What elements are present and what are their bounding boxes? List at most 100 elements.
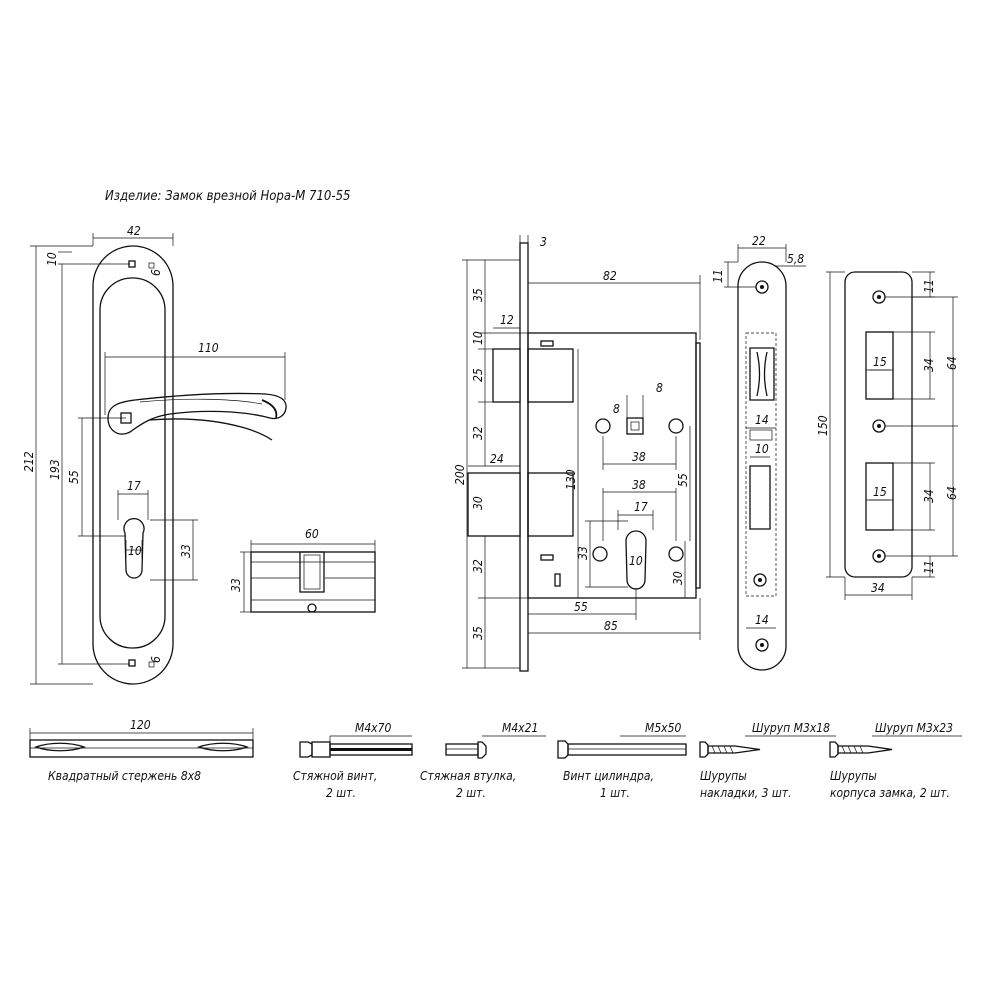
case-screw-head <box>829 741 839 758</box>
tie-sleeve-body <box>445 743 479 756</box>
dim-12: 12 <box>500 313 514 327</box>
part-qty-plate-screw: накладки, 3 шт. <box>700 786 791 800</box>
strike-latch-hole <box>865 331 894 400</box>
tie-sleeve-head <box>477 741 487 759</box>
dim-6-top: 6 <box>149 269 163 276</box>
dim-17-lock: 17 <box>634 500 648 514</box>
lock-latch-body <box>527 348 574 403</box>
lock-cylinder-hole <box>625 530 647 590</box>
dim-6-bottom: 6 <box>149 656 163 663</box>
dim-22: 22 <box>752 234 766 248</box>
dim-5-8: 5,8 <box>787 252 804 266</box>
dim-33-lock: 33 <box>576 546 590 560</box>
dim-64-top: 64 <box>945 356 959 370</box>
dim-212: 212 <box>22 451 36 472</box>
dim-64-bottom: 64 <box>945 486 959 500</box>
lock-spindle-hole <box>626 417 644 435</box>
part-label-case-screw: Шурупы <box>830 769 877 783</box>
handle-plate-view: 42 212 193 10 6 6 110 55 17 10 33 <box>22 224 287 685</box>
dim-38-bottom: 38 <box>632 478 646 492</box>
dim-34-strike: 34 <box>871 581 885 595</box>
part-case-screw: Шуруп М3х23 Шурупы корпуса замка, 2 шт. <box>829 721 962 800</box>
dim-34-top: 34 <box>922 358 936 372</box>
plate-screw-square-top-small <box>148 262 155 269</box>
dim-10-lock-hole: 10 <box>629 554 643 568</box>
dim-11-strike-top: 11 <box>922 279 936 293</box>
dim-35-bottom: 35 <box>471 626 485 640</box>
strike-plate-view: 11 15 34 64 150 15 34 64 11 34 <box>816 271 959 600</box>
lock-screw-hole-bottom-right <box>668 546 684 562</box>
rod-dim-120: 120 <box>130 718 151 732</box>
dim-60: 60 <box>305 527 319 541</box>
cylinder-screw-shaft <box>567 743 687 756</box>
dim-55-lock: 55 <box>676 473 690 487</box>
tie-screw-head <box>299 741 313 758</box>
faceplate-outline <box>737 261 787 671</box>
lock-slot-small <box>554 573 561 587</box>
part-label-plate-screw: Шурупы <box>700 769 747 783</box>
part-tie-sleeve: М4х21 Стяжная втулка, 2 шт. <box>420 721 546 800</box>
faceplate-bolt-hole <box>749 465 771 530</box>
plate-screw-square-bottom <box>128 659 136 667</box>
dim-42: 42 <box>127 224 141 238</box>
dim-14-bottom: 14 <box>755 613 769 627</box>
part-spec-tie-screw: М4х70 <box>355 721 391 735</box>
lock-slot-top <box>540 340 554 347</box>
square-rod-view: 120 Квадратный стержень 8х8 <box>29 718 254 783</box>
part-qty-cylinder-screw: 1 шт. <box>600 786 630 800</box>
faceplate-screw-middle <box>753 573 767 587</box>
dim-34-bottom: 34 <box>922 489 936 503</box>
dim-15-bottom: 15 <box>873 485 887 499</box>
handle-lever-tip <box>261 399 278 419</box>
lock-faceplate-side <box>519 242 529 672</box>
faceplate-case-outline <box>745 332 777 597</box>
dim-17: 17 <box>127 479 141 493</box>
dim-30-lock: 30 <box>671 571 685 585</box>
plate-outline <box>92 245 174 685</box>
dim-10-faceplate: 10 <box>755 442 769 456</box>
plate-inner-outline <box>99 277 166 649</box>
handle-lever <box>107 392 287 435</box>
square-rod <box>29 739 254 758</box>
dim-150: 150 <box>816 415 830 436</box>
dim-30: 30 <box>471 496 485 510</box>
strike-bolt-hole <box>865 462 894 531</box>
dim-33-cylinder: 33 <box>229 578 243 592</box>
lock-deadbolt-body <box>527 472 574 537</box>
lock-screw-hole-right <box>668 418 684 434</box>
handle-lever-edge <box>149 418 273 441</box>
part-tie-screw: М4х70 Стяжной винт, 2 шт. <box>293 721 413 800</box>
dim-55: 55 <box>67 470 81 484</box>
dim-11-faceplate: 11 <box>711 269 725 283</box>
case-screw-shaft <box>837 745 893 754</box>
dim-200: 200 <box>453 464 467 485</box>
dim-110: 110 <box>198 341 219 355</box>
part-label-cylinder-screw: Винт цилиндра, <box>563 769 654 783</box>
dim-24: 24 <box>490 452 504 466</box>
part-qty-tie-sleeve: 2 шт. <box>456 786 486 800</box>
lock-case-back <box>695 342 701 589</box>
lock-screw-hole-left <box>595 418 611 434</box>
cylinder-view: 60 33 <box>229 527 376 613</box>
dim-14-top: 14 <box>755 413 769 427</box>
cylinder-screw-hole <box>307 603 317 613</box>
part-spec-case-screw: Шуруп М3х23 <box>875 721 953 735</box>
product-title: Изделие: Замок врезной Нора-М 710-55 <box>105 189 350 204</box>
dim-10: 10 <box>45 252 59 266</box>
rod-bevel-right <box>197 742 249 752</box>
lock-deadbolt <box>467 472 521 537</box>
dim-33-keyhole: 33 <box>179 544 193 558</box>
cylinder-cam-inner <box>303 554 321 590</box>
part-spec-cylinder-screw: М5х50 <box>645 721 681 735</box>
dim-10-lock: 10 <box>471 331 485 345</box>
lock-screw-hole-bottom-left <box>592 546 608 562</box>
faceplate-screw-bottom <box>755 638 769 652</box>
rod-bevel-left <box>34 742 86 752</box>
dim-55-bottom: 55 <box>574 600 588 614</box>
handle-lever-highlight <box>139 398 263 405</box>
plate-screw-shaft <box>707 745 761 754</box>
dim-15-top: 15 <box>873 355 887 369</box>
dim-85: 85 <box>604 619 618 633</box>
dim-130: 130 <box>564 469 578 490</box>
